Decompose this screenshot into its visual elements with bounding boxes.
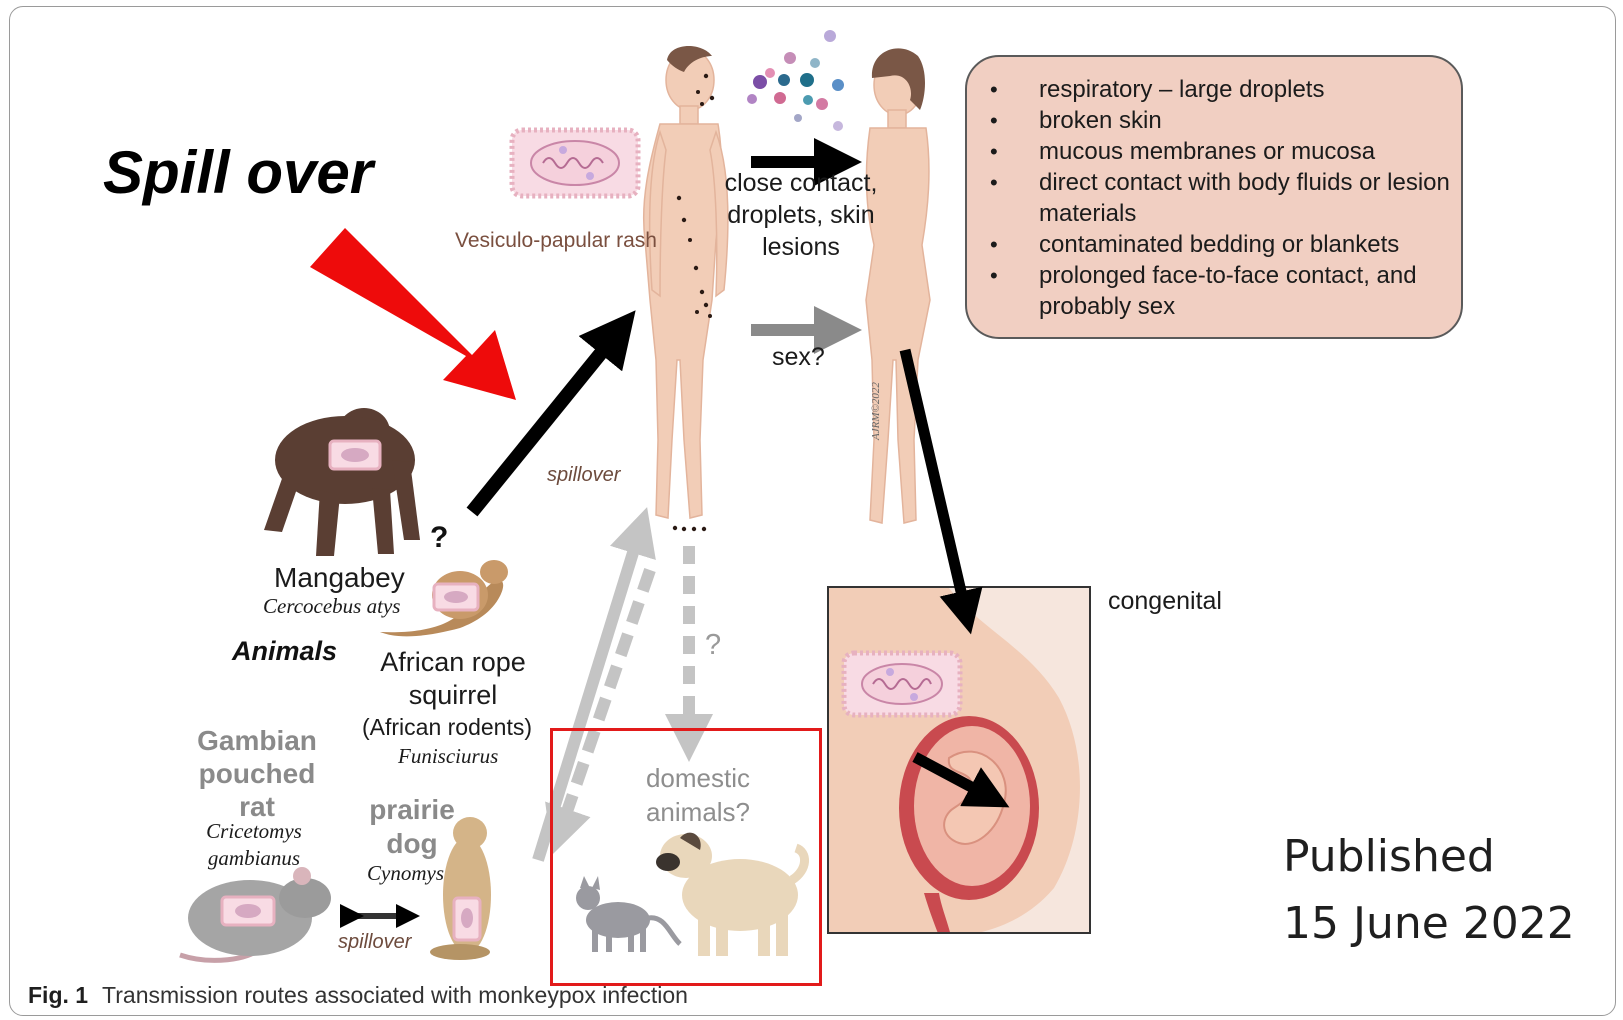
gambian-rat-name: Gambian pouched rat [182, 724, 332, 823]
route-item: contaminated bedding or blankets [985, 229, 1455, 260]
virus-icon-congenital [844, 653, 960, 715]
sex-label: sex? [772, 343, 825, 372]
published-label: Published [1283, 823, 1575, 890]
gambian-rat-scientific-name: Cricetomys gambianus [186, 818, 322, 872]
congenital-label: congenital [1108, 587, 1222, 616]
fetus-arrow [915, 757, 990, 797]
published-date: 15 June 2022 [1283, 890, 1575, 957]
droplet-particles [747, 30, 844, 131]
contact-woman [866, 48, 930, 523]
red-spillover-arrow [310, 228, 516, 400]
rodent-spillover-label: spillover [338, 931, 411, 954]
prairie-dog-name: prairie dog [357, 793, 467, 861]
animals-group-label: Animals [232, 636, 337, 667]
virus-icon-rash [512, 130, 638, 196]
domestic-animals-label: domestic animals? [628, 761, 768, 829]
mangabey-name: Mangabey [274, 562, 405, 594]
route-item: mucous membranes or mucosa [985, 136, 1455, 167]
animal-question-mark: ? [430, 521, 448, 555]
route-item: broken skin [985, 105, 1455, 136]
spill-over-title: Spill over [103, 138, 373, 207]
route-item: prolonged face-to-face contact, and prob… [985, 260, 1455, 322]
published-note: Published 15 June 2022 [1283, 823, 1575, 957]
route-item: respiratory – large droplets [985, 74, 1455, 105]
domestic-question-mark: ? [705, 629, 721, 662]
mangabey-illustration [264, 408, 420, 556]
prairie-dog-scientific-name: Cynomys [367, 861, 444, 886]
route-item: direct contact with body fluids or lesio… [985, 167, 1455, 229]
mangabey-scientific-name: Cercocebus atys [263, 594, 400, 619]
rash-label: Vesiculo-papular rash [455, 229, 657, 253]
figure-caption-text: Transmission routes associated with monk… [102, 982, 688, 1008]
figure-number: Fig. 1 [28, 982, 88, 1008]
transmission-routes-list: respiratory – large droplets broken skin… [985, 74, 1455, 322]
copyright-mark: AJRM©2022 [870, 382, 882, 440]
infected-man [644, 46, 728, 518]
gambian-rat-illustration [180, 867, 331, 960]
spillover-label: spillover [547, 464, 620, 487]
squirrel-name: African rope squirrel [360, 646, 546, 712]
squirrel-note: (African rodents) [362, 714, 532, 741]
squirrel-scientific-name: Funisciurus [398, 744, 498, 769]
figure-caption: Fig. 1 Transmission routes associated wi… [28, 982, 688, 1009]
close-contact-label: close contact, droplets, skin lesions [722, 167, 880, 263]
